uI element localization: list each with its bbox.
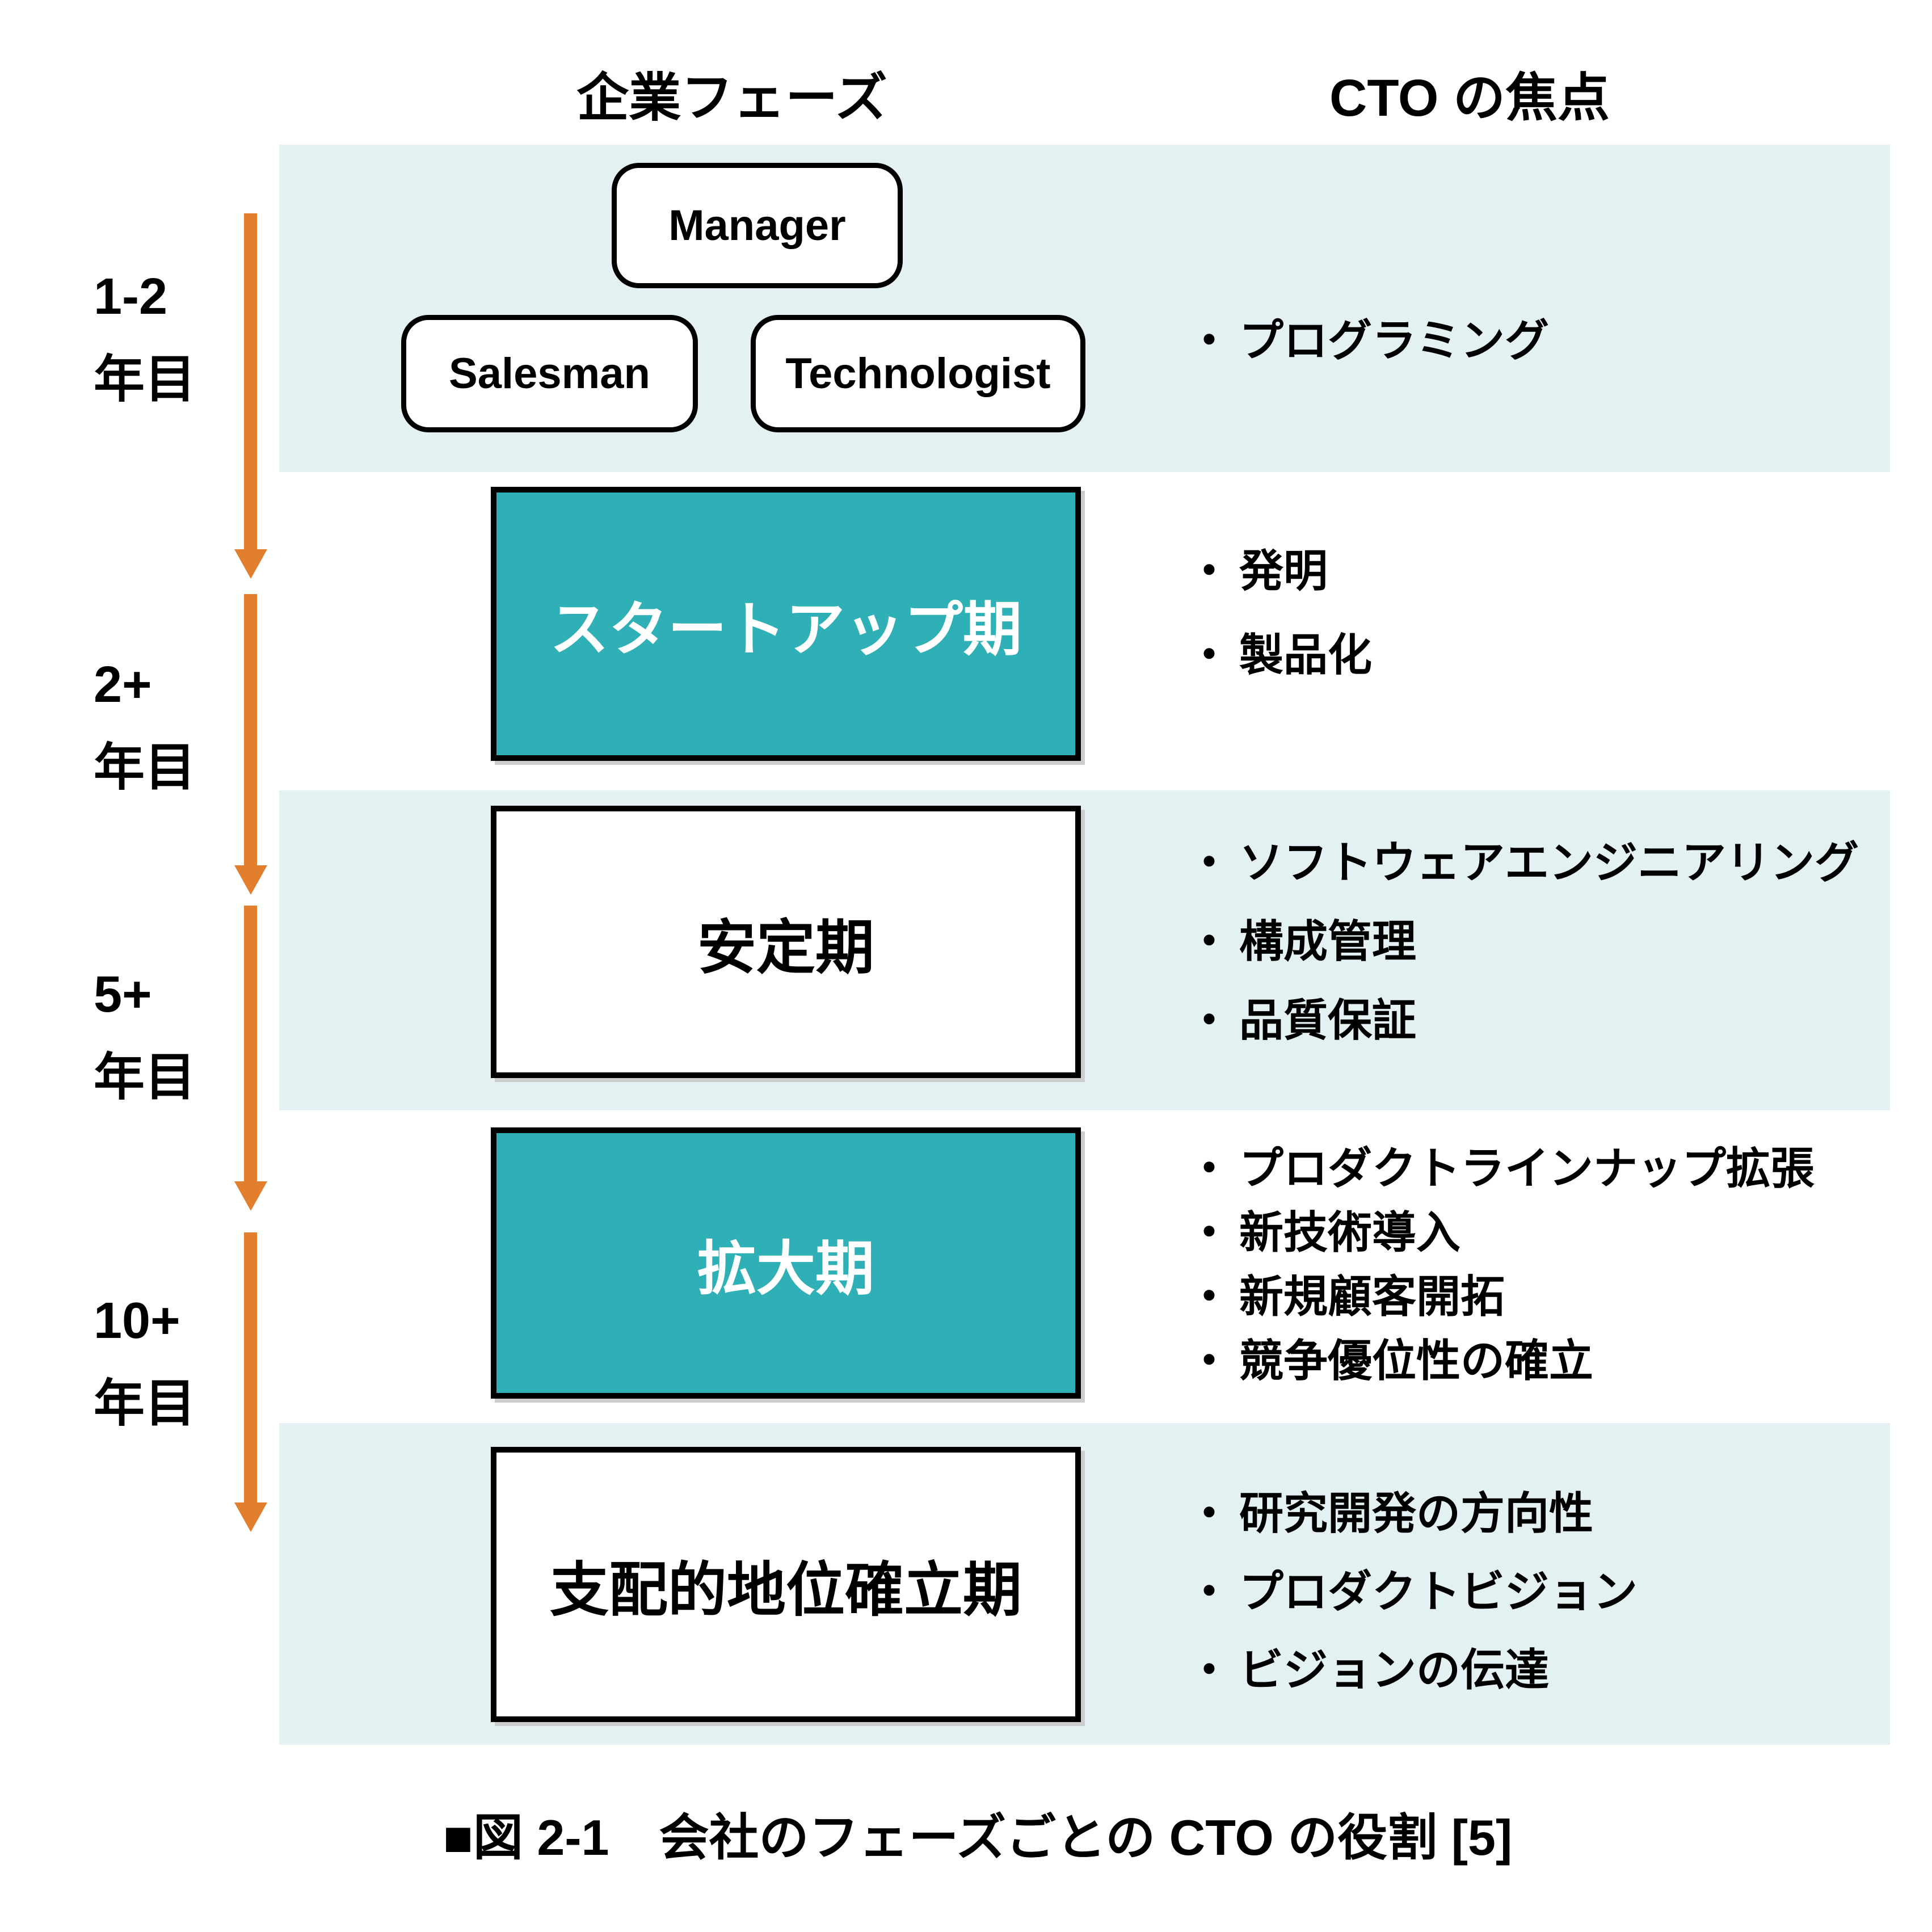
focus-list-stage-4: ・プロダクトラインナップ拡張 ・新技術導入 ・新規顧客開拓 ・競争優位性の確立 — [1187, 1137, 1815, 1393]
year-label-1-line2: 年目 — [94, 351, 196, 408]
focus-item: ・品質保証 — [1187, 981, 1859, 1060]
bullet-icon: ・ — [1187, 315, 1232, 365]
year-label-4-line2: 年目 — [94, 1375, 196, 1432]
focus-item-text: 新技術導入 — [1239, 1207, 1461, 1257]
bullet-icon: ・ — [1187, 837, 1232, 887]
bullet-icon: ・ — [1187, 995, 1232, 1045]
company-phase-header: 企業フェーズ — [576, 69, 887, 127]
focus-item: ・プログラミング — [1187, 309, 1549, 372]
year-label-2-line2: 年目 — [94, 739, 196, 796]
focus-item-text: ソフトウェアエンジニアリング — [1239, 837, 1859, 887]
phase-box-stable-label: 安定期 — [697, 915, 874, 981]
year-label-3: 5+ 年目 — [94, 953, 196, 1119]
focus-item: ・製品化 — [1187, 613, 1372, 697]
timeline-arrow-4-shaft — [244, 1232, 257, 1502]
timeline-arrow-1-arrowhead-icon — [234, 549, 267, 579]
timeline-arrow-1-shaft — [244, 213, 257, 549]
role-box-manager: Manager — [612, 163, 903, 288]
focus-item-text: 研究開発の方向性 — [1239, 1488, 1594, 1538]
timeline-arrow-3-shaft — [244, 906, 257, 1181]
focus-item-text: ビジョンの伝達 — [1239, 1645, 1550, 1695]
timeline-arrow-4-arrowhead-icon — [234, 1502, 267, 1532]
focus-item: ・ビジョンの伝達 — [1187, 1631, 1638, 1709]
year-label-3-line2: 年目 — [94, 1049, 196, 1106]
focus-list-stage-1: ・プログラミング — [1187, 309, 1549, 372]
focus-item-text: プログラミング — [1239, 315, 1550, 365]
timeline-arrow-2-arrowhead-icon — [234, 865, 267, 895]
focus-list-stage-2: ・発明 ・製品化 — [1187, 529, 1372, 697]
phase-box-dominance: 支配的地位確立期 — [491, 1447, 1081, 1722]
bullet-icon: ・ — [1187, 1143, 1232, 1193]
bullet-icon: ・ — [1187, 546, 1232, 596]
bullet-icon: ・ — [1187, 1207, 1232, 1257]
focus-item-text: 新規顧客開拓 — [1239, 1272, 1505, 1321]
role-box-technologist-label: Technologist — [785, 350, 1051, 398]
bullet-icon: ・ — [1187, 1488, 1232, 1538]
phase-box-expansion-label: 拡大期 — [697, 1236, 874, 1302]
phase-box-stable: 安定期 — [491, 806, 1081, 1078]
focus-item: ・新技術導入 — [1187, 1201, 1815, 1265]
year-label-2: 2+ 年目 — [94, 643, 196, 809]
focus-item: ・プロダクトビジョン — [1187, 1552, 1638, 1631]
focus-item-text: 品質保証 — [1239, 995, 1417, 1045]
figure-caption: ■図 2-1 会社のフェーズごとの CTO の役割 [5] — [443, 1809, 1513, 1866]
cto-focus-header: CTO の焦点 — [1329, 69, 1610, 127]
focus-item-text: 競争優位性の確立 — [1239, 1336, 1594, 1386]
role-box-manager-label: Manager — [668, 201, 846, 250]
bullet-icon: ・ — [1187, 916, 1232, 966]
year-label-1-line1: 1-2 — [94, 268, 168, 325]
focus-item-text: 構成管理 — [1239, 916, 1417, 966]
role-box-salesman: Salesman — [401, 315, 698, 432]
bullet-icon: ・ — [1187, 1645, 1232, 1695]
phase-box-expansion: 拡大期 — [491, 1127, 1081, 1399]
year-label-4: 10+ 年目 — [94, 1279, 196, 1445]
focus-item: ・構成管理 — [1187, 902, 1859, 981]
focus-item: ・ソフトウェアエンジニアリング — [1187, 823, 1859, 902]
role-box-technologist: Technologist — [751, 315, 1085, 432]
timeline-arrow-2-shaft — [244, 594, 257, 865]
phase-box-startup: スタートアップ期 — [491, 487, 1081, 761]
focus-item-text: プロダクトラインナップ拡張 — [1239, 1143, 1815, 1193]
phase-box-startup-label: スタートアップ期 — [549, 597, 1022, 663]
year-label-2-line1: 2+ — [94, 656, 152, 713]
focus-item: ・発明 — [1187, 529, 1372, 613]
focus-item: ・競争優位性の確立 — [1187, 1329, 1815, 1393]
year-label-3-line1: 5+ — [94, 966, 152, 1023]
focus-item: ・新規顧客開拓 — [1187, 1265, 1815, 1329]
focus-list-stage-5: ・研究開発の方向性 ・プロダクトビジョン ・ビジョンの伝達 — [1187, 1474, 1638, 1709]
focus-item-text: プロダクトビジョン — [1239, 1567, 1638, 1617]
bullet-icon: ・ — [1187, 1272, 1232, 1321]
focus-list-stage-3: ・ソフトウェアエンジニアリング ・構成管理 ・品質保証 — [1187, 823, 1859, 1060]
bullet-icon: ・ — [1187, 630, 1232, 680]
bullet-icon: ・ — [1187, 1567, 1232, 1617]
year-label-1: 1-2 年目 — [94, 255, 196, 421]
phase-box-dominance-label: 支配的地位確立期 — [549, 1558, 1022, 1623]
role-box-salesman-label: Salesman — [449, 350, 650, 398]
timeline-arrow-3-arrowhead-icon — [234, 1181, 267, 1211]
year-label-4-line1: 10+ — [94, 1293, 180, 1349]
focus-item-text: 発明 — [1239, 546, 1328, 596]
focus-item: ・研究開発の方向性 — [1187, 1474, 1638, 1552]
focus-item: ・プロダクトラインナップ拡張 — [1187, 1137, 1815, 1201]
bullet-icon: ・ — [1187, 1336, 1232, 1386]
focus-item-text: 製品化 — [1239, 630, 1373, 680]
